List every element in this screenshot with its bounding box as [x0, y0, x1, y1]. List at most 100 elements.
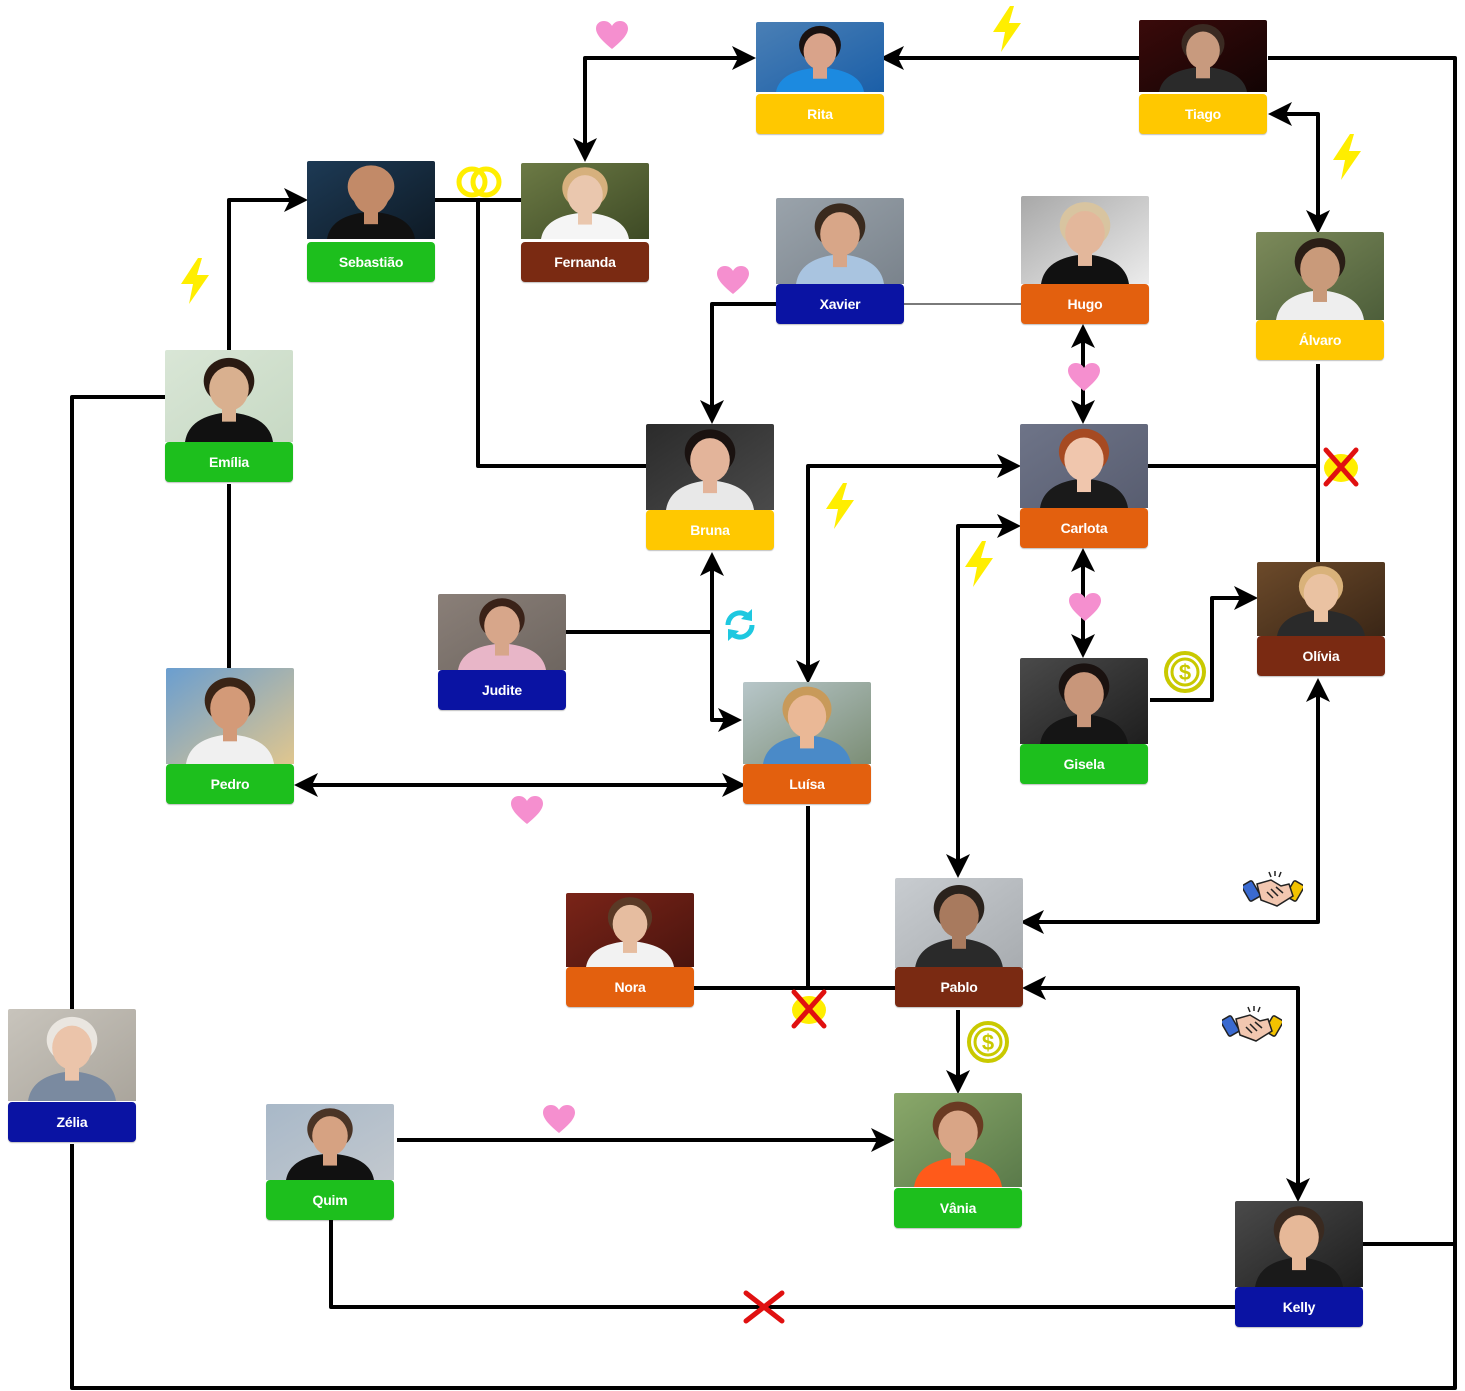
node-label-vania: Vânia: [894, 1188, 1022, 1228]
photo-nora: [566, 893, 694, 967]
node-label-pedro: Pedro: [166, 764, 294, 804]
node-zelia[interactable]: Zélia: [8, 1009, 136, 1142]
avatar: [1020, 658, 1148, 744]
node-gisela[interactable]: Gisela: [1020, 658, 1148, 784]
edge-olivia-pablo: [1020, 678, 1330, 934]
heart-icon: [1067, 362, 1101, 397]
edge-tiago-alvaro: [1268, 102, 1330, 234]
node-bruna[interactable]: Bruna: [646, 424, 774, 550]
node-label-kelly: Kelly: [1235, 1287, 1363, 1327]
avatar: [756, 22, 884, 92]
node-label-tiago: Tiago: [1139, 94, 1267, 134]
heart-icon: [595, 20, 629, 55]
avatar: [1235, 1201, 1363, 1287]
node-label-nora: Nora: [566, 967, 694, 1007]
avatar: [894, 1093, 1022, 1187]
node-label-emilia: Emília: [165, 442, 293, 482]
node-judite[interactable]: Judite: [438, 594, 566, 710]
avatar: [521, 163, 649, 239]
photo-bruna: [646, 424, 774, 510]
edge-pablo-kelly: [1022, 976, 1310, 1202]
lightning-icon: [990, 5, 1024, 58]
edge-emilia-sebastiao: [227, 188, 308, 350]
node-label-sebastiao: Sebastião: [307, 242, 435, 282]
node-label-judite: Judite: [438, 670, 566, 710]
cross-icon: [742, 1290, 786, 1329]
node-label-xavier: Xavier: [776, 284, 904, 324]
node-nora[interactable]: Nora: [566, 893, 694, 1007]
node-label-carlota: Carlota: [1020, 508, 1148, 548]
photo-pablo: [895, 878, 1023, 968]
photo-fernanda: [521, 163, 649, 239]
heart-icon: [542, 1104, 576, 1139]
edge-sebastiao-bruna: [476, 200, 646, 468]
node-label-bruna: Bruna: [646, 510, 774, 550]
edge-zelia-kelly: [70, 1144, 1457, 1390]
broken-cross-icon: [786, 986, 832, 1037]
photo-quim: [266, 1104, 394, 1180]
lightning-icon: [962, 540, 996, 593]
node-vania[interactable]: Vânia: [894, 1093, 1022, 1228]
avatar: [165, 350, 293, 442]
photo-sebastiao: [307, 161, 435, 239]
node-label-luisa: Luísa: [743, 764, 871, 804]
node-sebastiao[interactable]: Sebastião: [307, 161, 435, 282]
wedding-rings-icon: [455, 165, 503, 204]
edge-quim-kelly: [329, 1220, 1236, 1309]
node-pedro[interactable]: Pedro: [166, 668, 294, 804]
node-label-rita: Rita: [756, 94, 884, 134]
edge-rita-fernanda: [573, 46, 756, 162]
photo-gisela: [1020, 658, 1148, 744]
node-quim[interactable]: Quim: [266, 1104, 394, 1220]
svg-text:$: $: [982, 1030, 994, 1055]
lightning-icon: [178, 257, 212, 310]
cycle-icon: [722, 605, 758, 650]
handshake-icon: [1220, 1005, 1284, 1050]
money-icon: $: [966, 1020, 1010, 1069]
lightning-icon: [823, 482, 857, 535]
heart-icon: [1068, 592, 1102, 627]
avatar: [1139, 20, 1267, 92]
avatar: [566, 893, 694, 967]
broken-cross-icon: [1318, 444, 1364, 495]
node-luisa[interactable]: Luísa: [743, 682, 871, 804]
photo-xavier: [776, 198, 904, 284]
node-label-alvaro: Álvaro: [1256, 320, 1384, 360]
avatar: [1256, 232, 1384, 320]
avatar: [1257, 562, 1385, 636]
avatar: [1020, 424, 1148, 508]
node-carlota[interactable]: Carlota: [1020, 424, 1148, 548]
node-olivia[interactable]: Olívia: [1257, 562, 1385, 676]
handshake-icon: [1241, 870, 1305, 915]
node-kelly[interactable]: Kelly: [1235, 1201, 1363, 1327]
photo-alvaro: [1256, 232, 1384, 320]
avatar: [895, 878, 1023, 968]
avatar: [166, 668, 294, 764]
node-pablo[interactable]: Pablo: [895, 878, 1023, 1007]
node-xavier[interactable]: Xavier: [776, 198, 904, 324]
photo-luisa: [743, 682, 871, 764]
node-tiago[interactable]: Tiago: [1139, 20, 1267, 134]
node-fernanda[interactable]: Fernanda: [521, 163, 649, 282]
node-alvaro[interactable]: Álvaro: [1256, 232, 1384, 360]
photo-emilia: [165, 350, 293, 442]
edge-carlota-pablo: [946, 514, 1021, 878]
avatar: [307, 161, 435, 239]
node-label-zelia: Zélia: [8, 1102, 136, 1142]
node-emilia[interactable]: Emília: [165, 350, 293, 482]
photo-pedro: [166, 668, 294, 764]
lightning-icon: [1330, 133, 1364, 186]
photo-kelly: [1235, 1201, 1363, 1287]
node-rita[interactable]: Rita: [756, 22, 884, 134]
node-hugo[interactable]: Hugo: [1021, 196, 1149, 324]
node-label-olivia: Olívia: [1257, 636, 1385, 676]
photo-carlota: [1020, 424, 1148, 508]
heart-icon: [716, 265, 750, 300]
photo-hugo: [1021, 196, 1149, 284]
svg-text:$: $: [1179, 660, 1191, 685]
photo-vania: [894, 1093, 1022, 1187]
photo-zelia: [8, 1009, 136, 1101]
photo-olivia: [1257, 562, 1385, 636]
photo-rita: [756, 22, 884, 92]
edge-bruna-luisa: [700, 552, 742, 732]
